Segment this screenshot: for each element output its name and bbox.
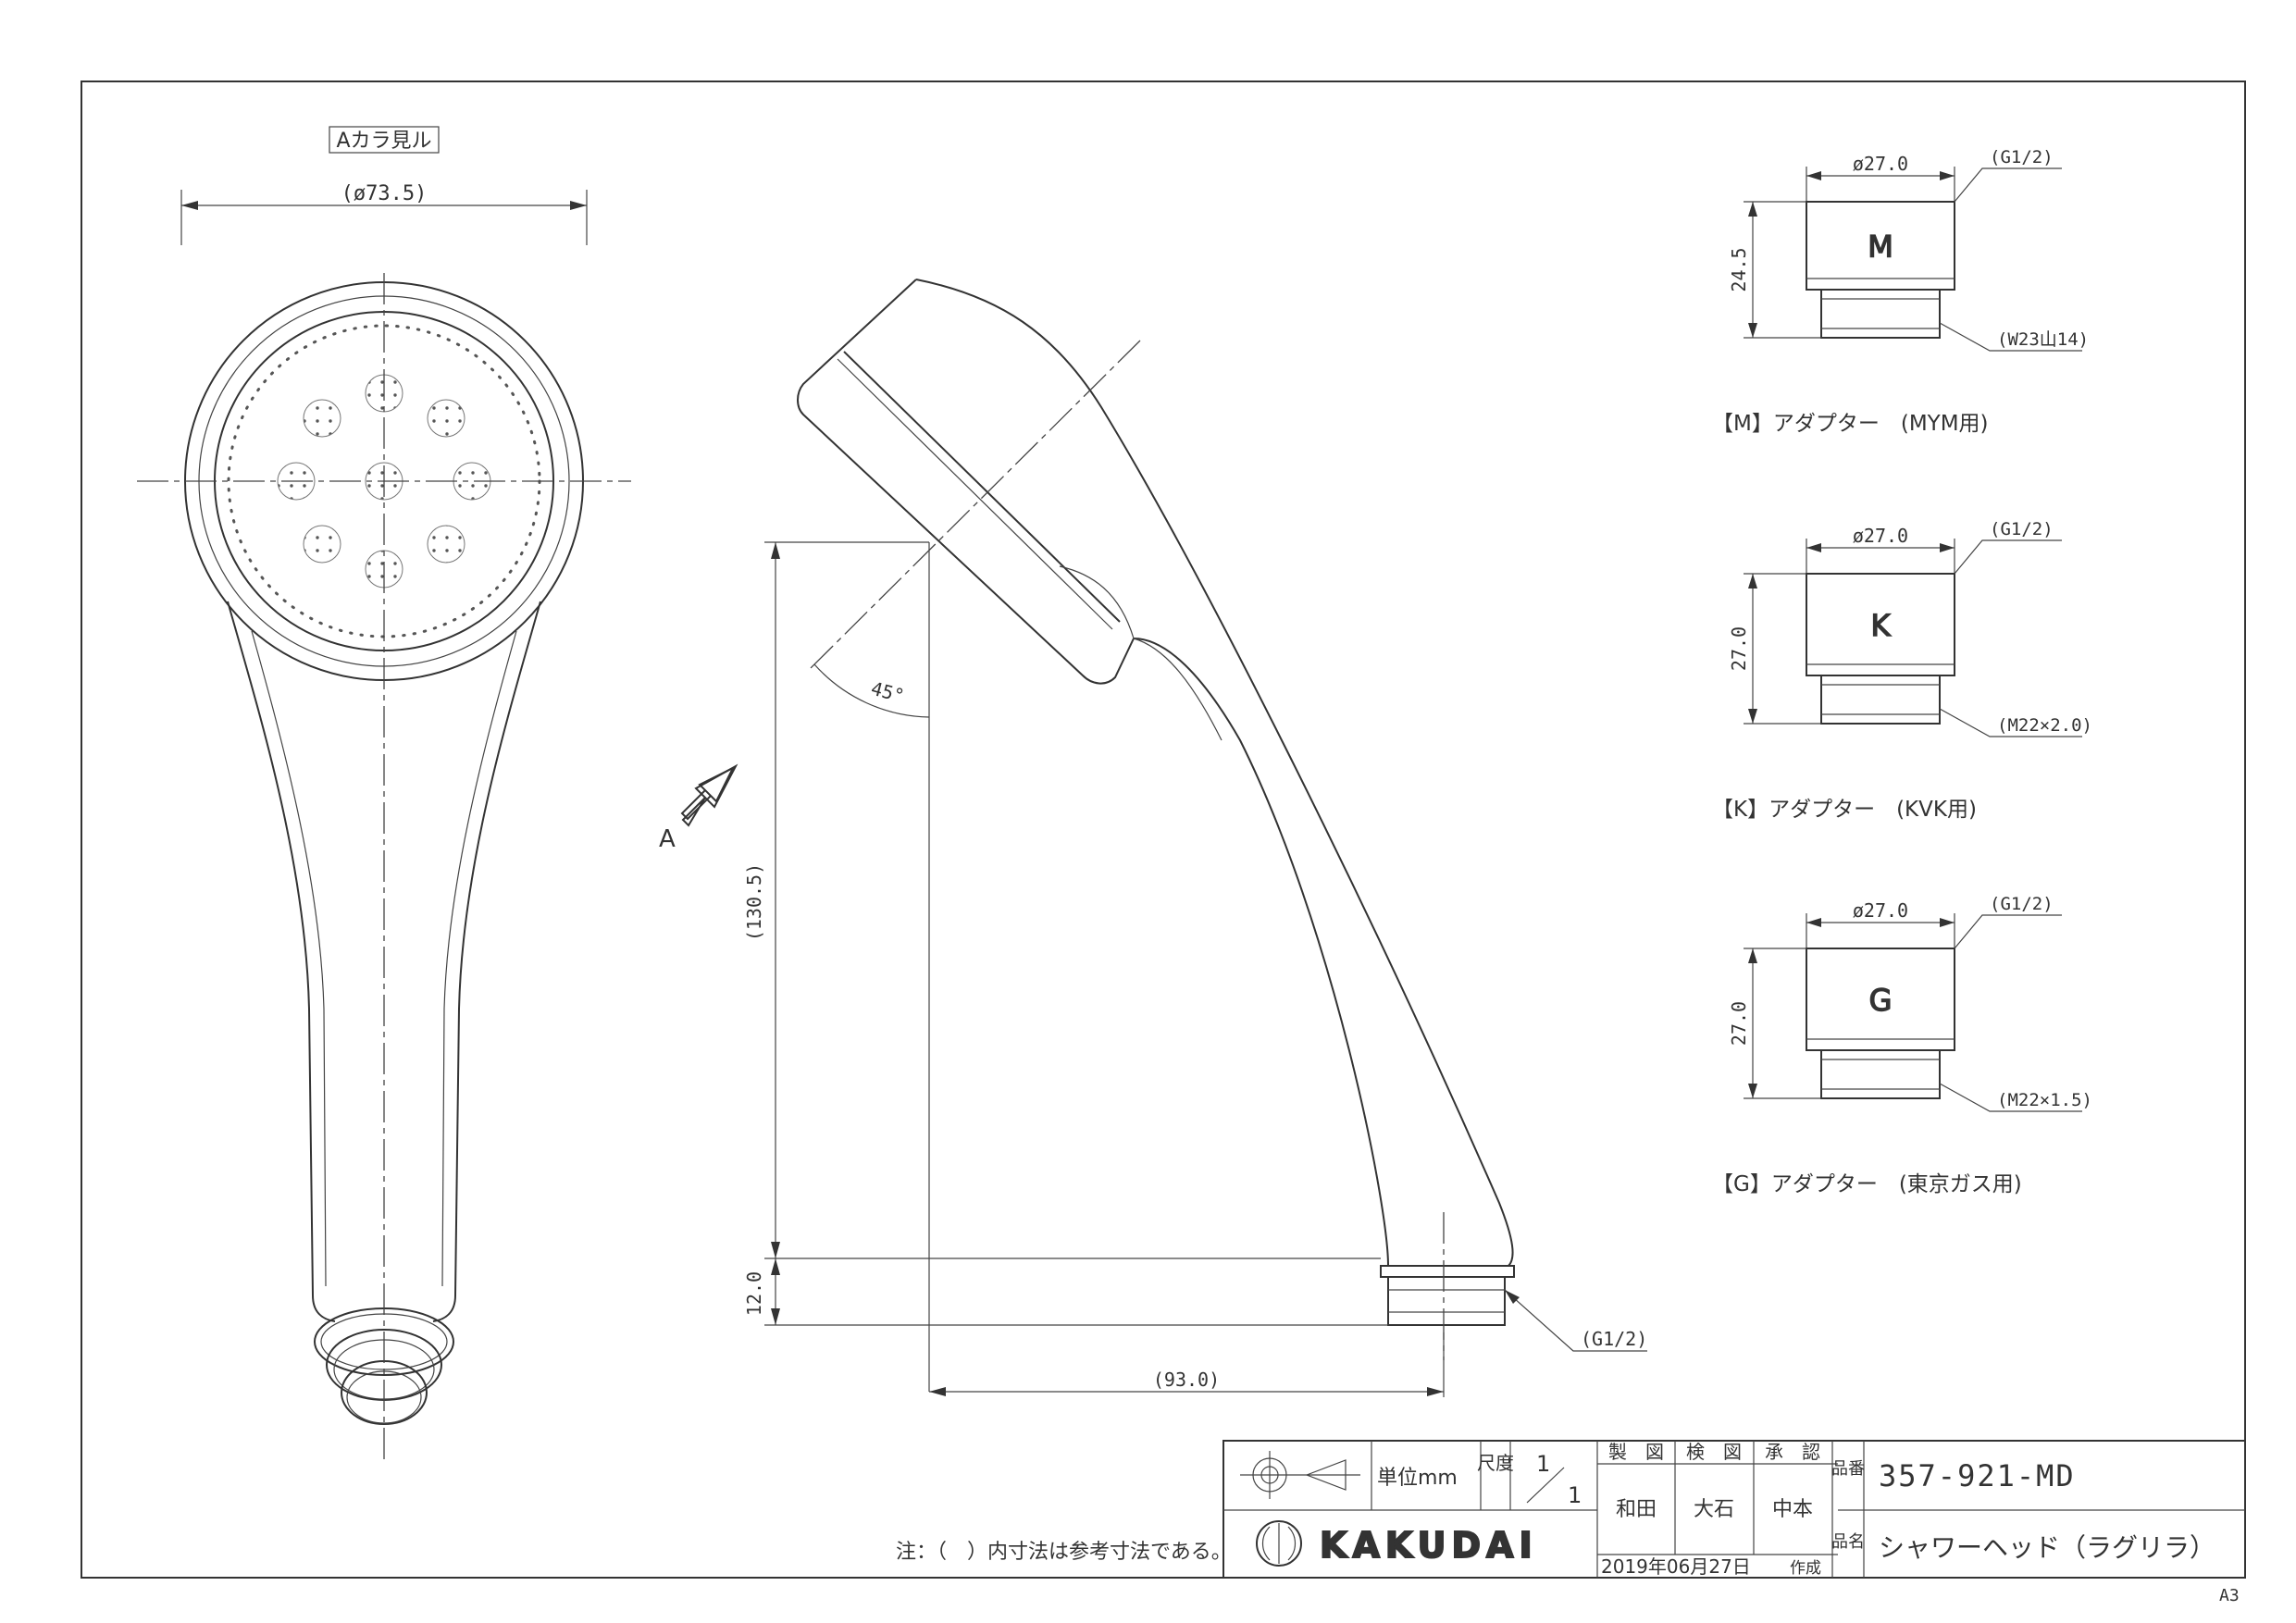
side-thread-label: (G1/2) (1581, 1328, 1647, 1350)
adapter-letter: M (1868, 229, 1893, 265)
part-no-label: 品番 (1831, 1459, 1865, 1479)
adapter-height: 27.0 (1728, 1001, 1750, 1046)
adapter-diameter: ø27.0 (1853, 153, 1908, 175)
scale-numerator: 1 (1536, 1451, 1550, 1477)
approved-label: 承 認 (1765, 1441, 1820, 1463)
part-name-label: 品名 (1831, 1532, 1865, 1552)
scale-denominator: 1 (1568, 1482, 1582, 1508)
part-name: シャワーヘッド（ラグリラ） (1879, 1532, 2215, 1563)
drawn-label: 製 図 (1608, 1441, 1664, 1463)
height-total-dim: (130.5) (743, 863, 765, 941)
adapter-inlet-thread: (G1/2) (1990, 147, 2054, 167)
height-thread-dim: 12.0 (743, 1271, 765, 1316)
adapter-g: ø27.0G (G1/2) (M22×1.5) 27.0 【G】アダプター (東京ガス用… (1712, 894, 2092, 1196)
date: 2019年06月27日 (1601, 1555, 1751, 1578)
adapter-caption: 【M】アダプター (MYM用) (1712, 412, 1989, 436)
adapter-letter: K (1871, 608, 1892, 643)
diameter-dim: (ø73.5) (341, 182, 428, 205)
adapter-outlet-thread: (M22×2.0) (1997, 715, 2092, 736)
adapter-inlet-thread: (G1/2) (1990, 894, 2054, 914)
checked-by: 大石 (1694, 1498, 1734, 1521)
handle-left-edge (227, 601, 336, 1322)
projection-symbol-icon (1240, 1451, 1360, 1499)
adapter-height: 24.5 (1728, 247, 1750, 291)
logo-text: KAKUDAI (1320, 1525, 1538, 1566)
head-body-outline (915, 279, 1514, 1267)
title-block: 単位mm 尺度 1 1 製 図 検 図 承 認 和田 大石 中本 2019年06… (1222, 1440, 2246, 1579)
sheet-size: A3 (2219, 1586, 2240, 1605)
view-arrow-label: A (659, 825, 676, 853)
adapter-outlet-thread: (W23山14) (1997, 329, 2089, 350)
adapter-caption: 【K】アダプター (KVK用) (1712, 798, 1977, 822)
view-label-box (329, 126, 440, 154)
drawn-by: 和田 (1616, 1498, 1657, 1521)
part-number: 357-921-MD (1879, 1458, 2076, 1493)
adapter-inlet-thread: (G1/2) (1990, 519, 2054, 539)
view-arrow (681, 763, 738, 827)
angle-label: 45° (869, 677, 907, 708)
head-axis (810, 340, 1141, 669)
view-label: Aカラ見ル (336, 130, 431, 153)
scale-label: 尺度 (1477, 1452, 1514, 1474)
adapter-diameter: ø27.0 (1853, 899, 1908, 922)
offset-dim: (93.0) (1153, 1369, 1220, 1391)
sheet-border (81, 81, 2246, 1579)
approved-by: 中本 (1772, 1498, 1813, 1521)
side-thread (1387, 1276, 1506, 1326)
front-view: Aカラ見ル (ø73.5) (137, 126, 631, 1462)
checked-label: 検 図 (1686, 1441, 1742, 1463)
adapters: ø27.0M(G1/2)(W23山14)24.5【M】アダプター (MYM用)ø… (1712, 147, 2092, 1196)
adapter-diameter: ø27.0 (1853, 525, 1908, 547)
adapter-k: ø27.0K (G1/2) (M22×2.0) 27.0 【K】アダプター (KVK用) (1712, 519, 2092, 822)
reference-dim-note: 注：（ ）内寸法は参考寸法である。 (896, 1541, 1232, 1564)
head-face (797, 279, 1135, 685)
adapter-letter: G (1869, 983, 1893, 1018)
adapter-m: ø27.0M (G1/2) (W23山14) 24.5 【M】アダプター (MYM用) (1712, 147, 2089, 436)
unit-label: 単位mm (1377, 1467, 1458, 1490)
adapter-caption: 【G】アダプター (東京ガス用) (1712, 1172, 2022, 1196)
adapter-outlet-thread: (M22×1.5) (1997, 1090, 2092, 1110)
adapter-height: 27.0 (1728, 626, 1750, 671)
side-view: 45° (130.5) 12.0 (93.0) (G1/2) A (659, 279, 1647, 1397)
created-label: 作成 (1790, 1559, 1821, 1578)
kakudai-logo: KAKUDAI (1256, 1520, 1538, 1567)
